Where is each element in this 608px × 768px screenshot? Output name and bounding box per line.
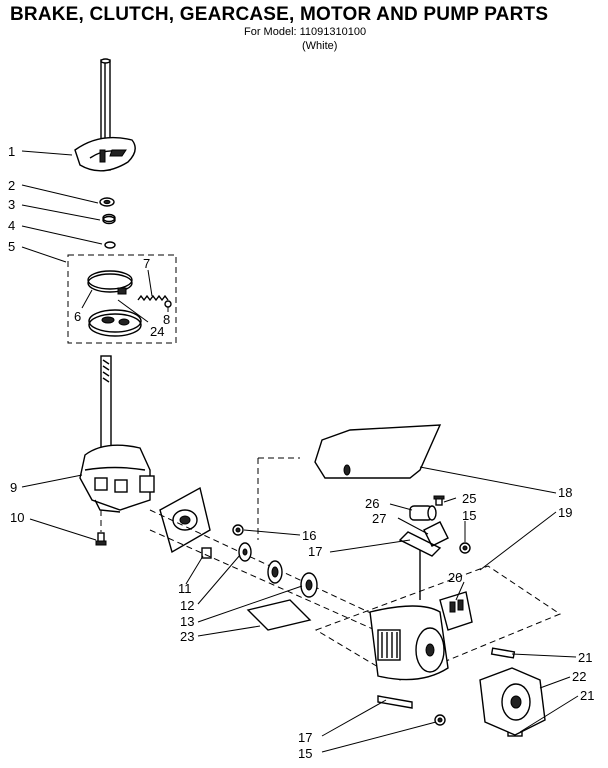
callout-21-lower: 21 (580, 688, 594, 703)
motor (369, 605, 449, 681)
callout-11: 11 (178, 581, 192, 596)
part-15-nut-lower (434, 714, 446, 726)
part-13-drive-coupler (267, 560, 318, 598)
part-27-bracket (423, 521, 449, 547)
callout-25: 25 (462, 491, 476, 506)
part-10-screw (95, 510, 107, 546)
part-11-mounting-plate (159, 486, 211, 554)
callout-17-upper: 17 (308, 544, 322, 559)
callout-19: 19 (558, 505, 572, 520)
part-4-retaining-ring (104, 241, 116, 249)
part-9-gearcase (79, 444, 155, 513)
callout-2: 2 (8, 178, 15, 193)
callout-16: 16 (302, 528, 316, 543)
callout-7: 7 (143, 256, 150, 271)
part-24-clutch-hub (88, 309, 142, 337)
callout-12: 12 (180, 598, 194, 613)
callout-26: 26 (365, 496, 379, 511)
callout-1: 1 (8, 144, 15, 159)
part-22-pump (479, 667, 546, 736)
motor-mount-box (314, 565, 562, 681)
callout-labels: 1 2 3 4 5 6 7 8 9 10 11 12 13 23 24 16 1… (8, 144, 594, 761)
part-26-capacitor (409, 505, 437, 521)
part-16-nut (232, 524, 244, 536)
callout-21-upper: 21 (578, 650, 592, 665)
callout-15-upper: 15 (462, 508, 476, 523)
part-15-nut (459, 542, 471, 554)
callout-24: 24 (150, 324, 164, 339)
callout-17-lower: 17 (298, 730, 312, 745)
callout-15-lower: 15 (298, 746, 312, 761)
callout-9: 9 (10, 480, 17, 495)
callout-27: 27 (372, 511, 386, 526)
callout-8: 8 (163, 312, 170, 327)
part-11-plug (201, 547, 212, 559)
part-20-motor-switch (439, 591, 473, 631)
part-1-brake-cam (74, 136, 136, 172)
part-17-ground-strap (398, 531, 442, 600)
callout-20: 20 (448, 570, 462, 585)
part-17-strap-lower (377, 695, 413, 709)
shield-reference-line (257, 457, 300, 540)
diagram-title: BRAKE, CLUTCH, GEARCASE, MOTOR AND PUMP … (10, 4, 549, 25)
callout-5: 5 (8, 239, 15, 254)
part-8-pin (164, 300, 172, 308)
callout-4: 4 (8, 218, 15, 233)
part-2-washer (99, 197, 115, 207)
clutch-assembly-box (67, 254, 177, 344)
model-color: (White) (302, 40, 338, 52)
drive-shaft (100, 355, 112, 457)
callout-10: 10 (10, 510, 24, 525)
model-number: For Model: 11091310100 (244, 26, 367, 38)
callout-3: 3 (8, 197, 15, 212)
leader-lines (21, 150, 579, 753)
callout-22: 22 (572, 669, 586, 684)
part-7-clutch-spring (137, 294, 169, 302)
part-3-spring-ring (102, 213, 116, 225)
part-23-pad (246, 599, 312, 631)
callout-23: 23 (180, 629, 194, 644)
part-25-screw (433, 495, 445, 506)
assembly-axis (149, 509, 376, 616)
part-18-motor-shield (314, 424, 442, 479)
callout-18: 18 (558, 485, 572, 500)
part-6-clutch-band (87, 270, 133, 295)
callout-13: 13 (180, 614, 194, 629)
callout-6: 6 (74, 309, 81, 324)
part-21-clip-upper (490, 647, 516, 659)
part-12-coupling (238, 542, 252, 562)
